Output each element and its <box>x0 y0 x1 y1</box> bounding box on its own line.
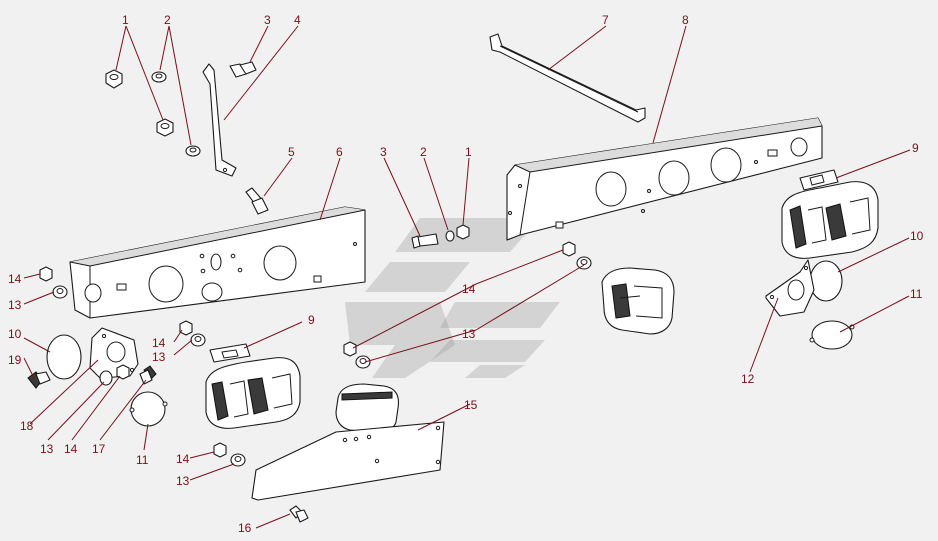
callout-16: 16 <box>238 521 252 535</box>
gasket-9a <box>799 169 839 191</box>
callout-12: 12 <box>741 372 755 386</box>
gasket-10b <box>46 334 82 380</box>
callout-9-left: 9 <box>308 313 315 327</box>
bar-8 <box>506 117 823 241</box>
callout-1-middle: 1 <box>465 145 472 159</box>
bracket-4 <box>202 63 237 177</box>
washer-2b <box>185 145 201 157</box>
nut-1b <box>156 118 174 137</box>
washer-2a <box>151 71 167 83</box>
bolt-3b <box>411 233 439 249</box>
washer-13-lower-left <box>190 333 206 347</box>
callout-14-lower-left: 14 <box>152 336 166 350</box>
callout-14-plate: 14 <box>64 442 78 456</box>
callout-5: 5 <box>288 145 295 159</box>
washer-13-bottom <box>230 453 246 467</box>
callout-17: 17 <box>92 442 106 456</box>
nut-14-bottom <box>213 442 227 458</box>
bolt-5 <box>245 187 269 215</box>
callout-3-top-left: 3 <box>264 13 271 27</box>
callout-13-middle: 13 <box>462 327 476 341</box>
nut-14-mid-b <box>343 341 357 357</box>
callout-4: 4 <box>294 13 301 27</box>
callout-11-right: 11 <box>910 287 923 301</box>
callout-14-middle: 14 <box>462 282 476 296</box>
nut-14-mid-a <box>562 241 576 257</box>
strap-7 <box>489 33 646 123</box>
nut-1a <box>105 69 123 89</box>
callout-2-top-left: 2 <box>164 13 171 27</box>
washer-13-mid-b <box>355 355 371 369</box>
washer-13-plate <box>99 370 113 386</box>
callout-3-middle: 3 <box>380 145 387 159</box>
nut-14-lower-left <box>179 320 193 336</box>
callout-13-lower-left: 13 <box>152 350 166 364</box>
bolt-16 <box>289 505 309 523</box>
plate-12 <box>765 259 815 317</box>
cover-11b <box>129 391 168 427</box>
callout-10-right: 10 <box>910 229 924 243</box>
callout-14-bottom: 14 <box>176 452 190 466</box>
callout-10-left: 10 <box>8 327 22 341</box>
callout-7: 7 <box>602 13 609 27</box>
bar-6 <box>69 206 366 319</box>
callout-11-left: 11 <box>136 453 149 467</box>
callout-18: 18 <box>20 419 34 433</box>
callout-6: 6 <box>336 145 343 159</box>
callout-13-bottom: 13 <box>176 474 190 488</box>
watermark-logo <box>345 218 560 378</box>
callout-15: 15 <box>464 398 478 412</box>
lamp-housing-right <box>781 181 879 259</box>
callout-9-right: 9 <box>912 141 919 155</box>
washer-2c <box>445 230 455 242</box>
callout-1-top-left: 1 <box>122 13 129 27</box>
bolt-17 <box>139 365 157 385</box>
callout-2-middle: 2 <box>420 145 427 159</box>
gasket-10a <box>809 260 843 302</box>
lamp-housing-left <box>205 357 301 429</box>
washer-13-left <box>52 285 68 299</box>
washer-13-mid-a <box>576 256 592 270</box>
callout-13-plate: 13 <box>40 442 54 456</box>
gasket-9b <box>209 343 251 363</box>
bolt-3a <box>229 61 257 78</box>
callout-labels: 1 2 3 4 5 6 3 2 1 7 8 9 10 11 12 14 13 1… <box>8 13 924 535</box>
cover-11a <box>809 320 855 350</box>
nut-14-plate <box>116 364 130 380</box>
callout-19: 19 <box>8 353 22 367</box>
nut-14-left <box>39 266 53 282</box>
nut-1c <box>456 224 470 240</box>
callout-8: 8 <box>682 13 689 27</box>
callout-13-left: 13 <box>8 298 22 312</box>
plate-15 <box>251 421 445 501</box>
lamp-lens-oval <box>335 383 400 433</box>
bolt-19 <box>27 371 51 389</box>
leader-lines <box>23 25 911 529</box>
plate-18 <box>89 327 139 379</box>
callout-14-left: 14 <box>8 272 22 286</box>
lamp-housing-centre <box>601 267 675 335</box>
